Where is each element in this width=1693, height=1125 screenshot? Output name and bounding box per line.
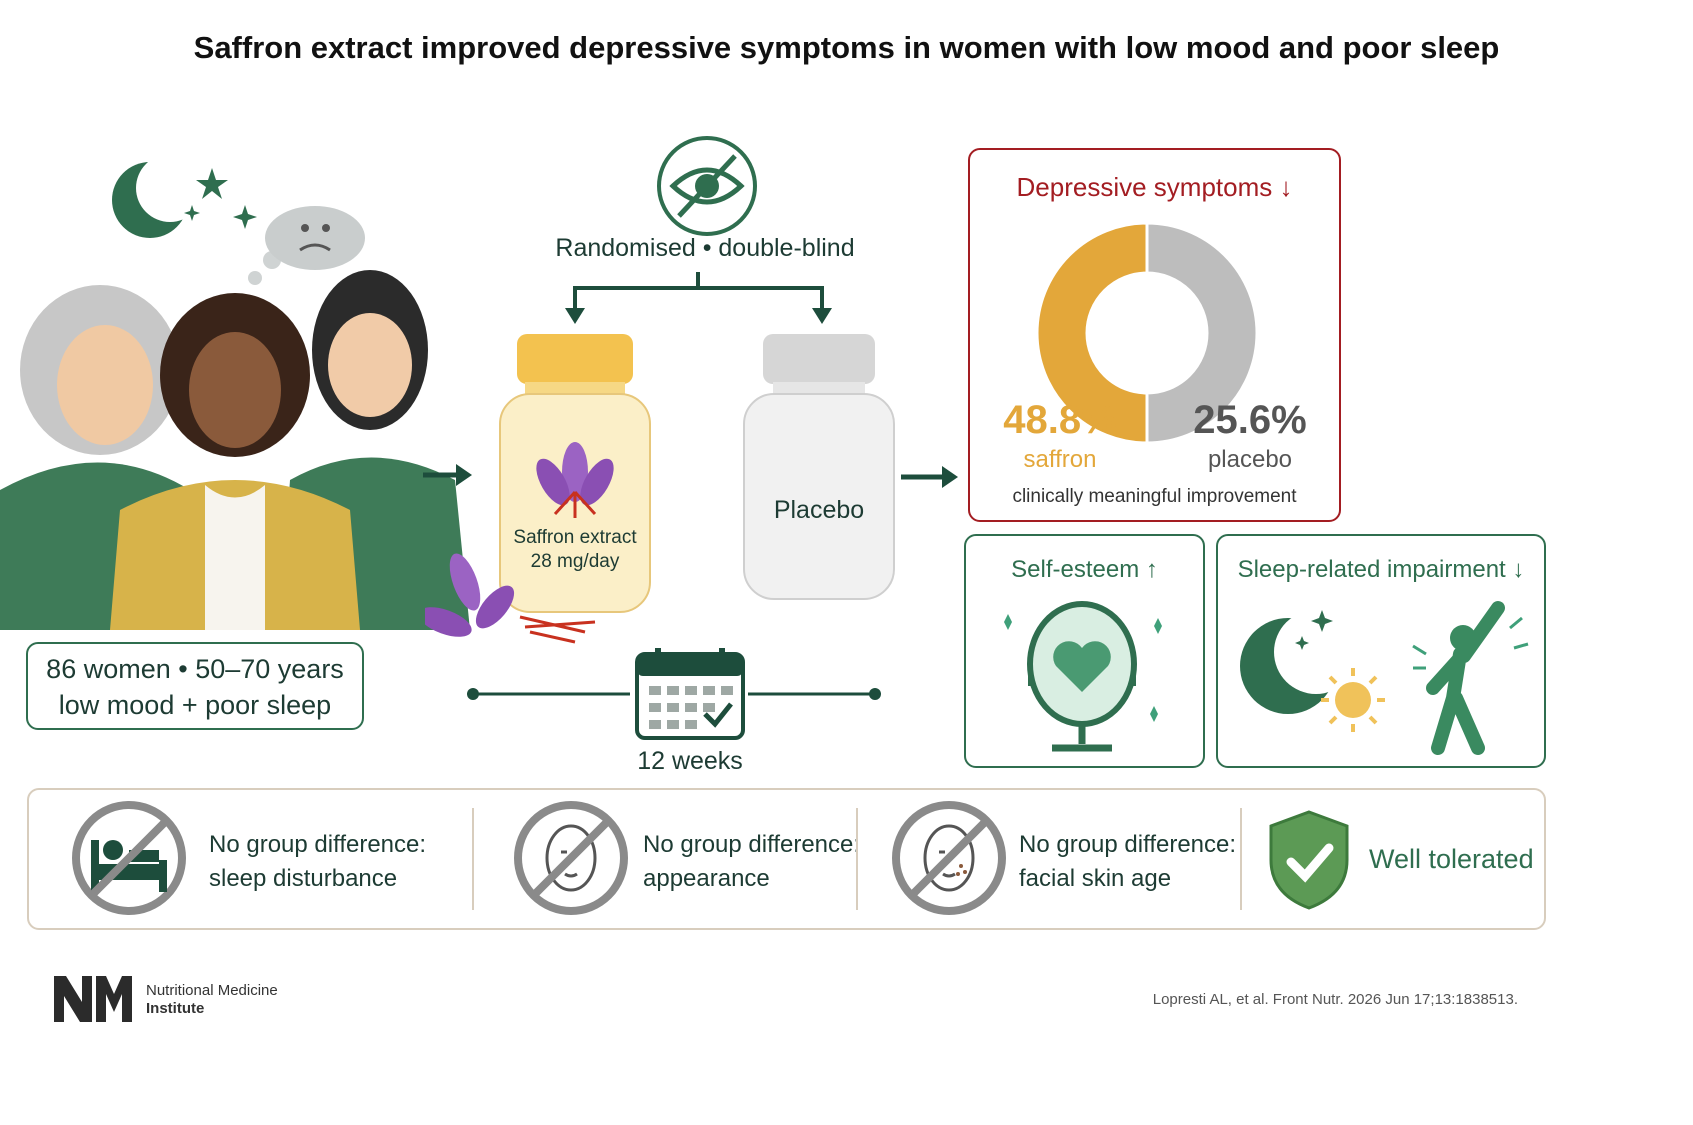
- saffron-arc: [1035, 221, 1149, 445]
- sun-icon: [1321, 668, 1385, 732]
- logo-name-line2: Institute: [146, 1000, 205, 1017]
- page-title: Saffron extract improved depressive symp…: [193, 30, 1500, 65]
- placebo-label: placebo: [1207, 446, 1293, 473]
- no-appearance-difference-icon: [514, 801, 628, 915]
- logo-text: Nutritional Medicine Institute: [146, 982, 278, 1018]
- blind-eye-icon: [657, 136, 757, 236]
- nmi-logo-icon: [54, 976, 132, 1022]
- design-label: Randomised • double-blind: [555, 234, 855, 262]
- population-line2: low mood + poor sleep: [58, 690, 332, 720]
- woman-2: [110, 293, 360, 630]
- footer-item-2-line2: appearance: [643, 865, 770, 892]
- saffron-bottle-label: Saffron extract 28 mg/day: [500, 526, 650, 574]
- arrow-right-icon-2: [901, 466, 958, 488]
- footer-item-2-line1: No group difference:: [643, 831, 861, 858]
- footer-item-1-text: No group difference: sleep disturbance: [209, 828, 469, 896]
- saffron-label: saffron: [1023, 446, 1097, 473]
- self-esteem-box: Self-esteem ↑: [964, 534, 1205, 768]
- star-icon: [184, 168, 257, 229]
- footer-item-2-text: No group difference: appearance: [643, 828, 863, 896]
- saffron-flower-loose-icon: [425, 553, 596, 644]
- well-tolerated-text: Well tolerated: [1369, 844, 1534, 874]
- saffron-dose-text: 28 mg/day: [530, 551, 620, 572]
- improvement-note: clinically meaningful improvement: [1012, 486, 1297, 507]
- moon-icon-2: [1240, 610, 1358, 714]
- sleep-impairment-title: Sleep-related impairment ↓: [1237, 556, 1525, 583]
- woman-1: [0, 285, 200, 630]
- placebo-bottle-label: Placebo: [773, 496, 865, 524]
- footer-item-3-text: No group difference: facial skin age: [1019, 828, 1239, 896]
- saffron-flower-icon: [536, 442, 614, 518]
- outcomes-footer: No group difference: sleep disturbance N…: [27, 788, 1546, 930]
- footer-divider-2: [856, 808, 858, 910]
- depressive-donut-chart: [1035, 221, 1259, 445]
- sleep-improvement-icon: [1240, 601, 1529, 755]
- timeline: [467, 648, 881, 740]
- footer-item-1-line2: sleep disturbance: [209, 865, 398, 892]
- population-box: 86 women • 50–70 years low mood + poor s…: [26, 642, 364, 730]
- saffron-percentage: 48.8%: [1003, 398, 1117, 442]
- women-illustration: [0, 160, 470, 630]
- citation: Lopresti AL, et al. Front Nutr. 2026 Jun…: [1152, 991, 1518, 1008]
- population-line1: 86 women • 50–70 years: [46, 654, 344, 684]
- duration-label: 12 weeks: [637, 747, 743, 775]
- footer-item-3-line2: facial skin age: [1019, 865, 1172, 892]
- depressive-symptoms-box: Depressive symptoms ↓ 48.8% saffron 25.6…: [968, 148, 1341, 522]
- sleep-impairment-box: Sleep-related impairment ↓: [1216, 534, 1546, 768]
- placebo-percentage: 25.6%: [1193, 398, 1307, 442]
- footer-item-3-line1: No group difference:: [1019, 831, 1237, 858]
- mirror-heart-icon: [1004, 601, 1162, 752]
- footer-divider: [472, 808, 474, 910]
- placebo-bottle: [743, 334, 895, 600]
- arrow-right-icon: [423, 464, 472, 486]
- self-esteem-title: Self-esteem ↑: [1011, 556, 1158, 583]
- no-sleep-disturbance-icon: [72, 801, 186, 915]
- saffron-bottle: [425, 334, 651, 644]
- placebo-arc: [1145, 221, 1259, 445]
- sad-cloud-icon: [248, 206, 365, 285]
- saffron-label-text: Saffron extract: [513, 527, 637, 548]
- shield-check-icon: [1269, 810, 1349, 910]
- depressive-title: Depressive symptoms ↓: [1016, 172, 1293, 202]
- no-skin-age-difference-icon: [892, 801, 1006, 915]
- moon-icon: [112, 160, 204, 238]
- branch-arrows: [565, 272, 832, 324]
- logo-name-line1: Nutritional Medicine: [146, 982, 278, 999]
- active-person-icon: [1412, 601, 1529, 755]
- footer-item-1-line1: No group difference:: [209, 831, 427, 858]
- footer-divider-3: [1240, 808, 1242, 910]
- calendar-icon: [635, 648, 745, 740]
